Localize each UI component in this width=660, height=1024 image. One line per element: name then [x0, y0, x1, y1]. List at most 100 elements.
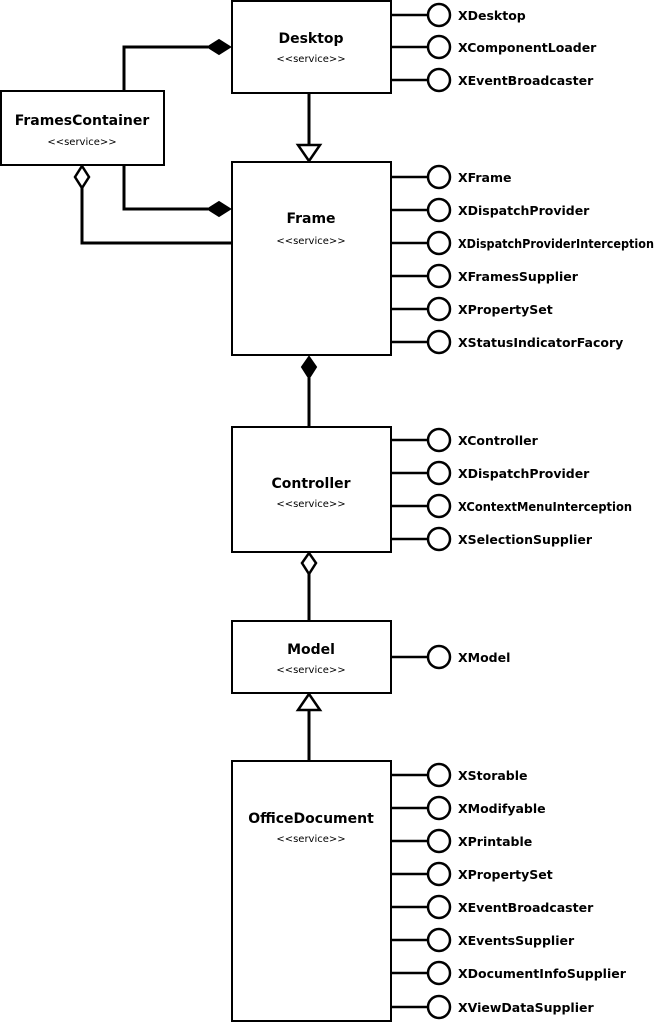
interface-xeventbroadcaster-officedocument: XEventBroadcaster: [391, 894, 594, 920]
framescontainer-aggregation-diamond: [73, 163, 91, 191]
interface-xcontextmenuinterception: XContextMenuInterception: [391, 493, 632, 519]
desktop-composition-diamond: [206, 38, 232, 56]
interface-xselectionsupplier: XSelectionSupplier: [391, 526, 593, 552]
interface-xstorable: XStorable: [391, 762, 528, 788]
frame-interfaces: XFrame XDispatchProvider XDispatchProvid…: [391, 164, 654, 355]
model-title: Model: [287, 642, 335, 658]
svg-text:XFramesSupplier: XFramesSupplier: [458, 269, 579, 284]
svg-text:XDispatchProvider: XDispatchProvider: [458, 203, 590, 218]
model-service: Model <<service>>: [231, 620, 392, 694]
svg-text:XEventBroadcaster: XEventBroadcaster: [458, 73, 594, 88]
interface-xpropertyset: XPropertySet: [391, 296, 553, 322]
interface-lollipop-icon: [426, 263, 452, 289]
svg-text:XFrame: XFrame: [458, 170, 511, 185]
framescontainer-stereotype: <<service>>: [47, 137, 116, 148]
svg-text:XDispatchProviderInterception: XDispatchProviderInterception: [458, 236, 654, 251]
interface-lollipop-icon: [426, 994, 452, 1020]
interface-lollipop-icon: [426, 795, 452, 821]
interface-lollipop-icon: [426, 67, 452, 93]
svg-text:XDispatchProvider: XDispatchProvider: [458, 466, 590, 481]
interface-lollipop-icon: [426, 2, 452, 28]
controller-service: Controller <<service>>: [231, 426, 392, 553]
interface-xeventbroadcaster: XEventBroadcaster: [391, 67, 594, 93]
interface-lollipop-icon: [426, 164, 452, 190]
interface-lollipop-icon: [426, 828, 452, 854]
svg-text:XEventBroadcaster: XEventBroadcaster: [458, 900, 594, 915]
frame-stereotype: <<service>>: [276, 236, 345, 247]
desktop-service: Desktop <<service>>: [231, 0, 392, 94]
interface-lollipop-icon: [426, 493, 452, 519]
interface-xdocumentinfosupplier: XDocumentInfoSupplier: [391, 960, 627, 986]
interface-lollipop-icon: [426, 230, 452, 256]
interface-xcontroller: XController: [391, 427, 539, 453]
interface-lollipop-icon: [426, 460, 452, 486]
svg-text:XPropertySet: XPropertySet: [458, 867, 553, 882]
framescontainer-service: FramesContainer <<service>>: [0, 90, 165, 166]
controller-model-diamond: [300, 550, 318, 577]
svg-text:XSelectionSupplier: XSelectionSupplier: [458, 532, 593, 547]
svg-text:XDesktop: XDesktop: [458, 8, 526, 23]
svg-text:XStatusIndicatorFacory: XStatusIndicatorFacory: [458, 335, 623, 350]
framescontainer-frame-aggregation-line: [80, 188, 232, 245]
svg-text:XPropertySet: XPropertySet: [458, 302, 553, 317]
interface-lollipop-icon: [426, 197, 452, 223]
desktop-interfaces: XDesktop XComponentLoader XEventBroadcas…: [391, 2, 597, 93]
desktop-framescontainer-composition-line: [122, 45, 208, 91]
model-interfaces: XModel: [391, 644, 510, 670]
desktop-title: Desktop: [278, 31, 343, 47]
interface-xeventssupplier: XEventsSupplier: [391, 927, 575, 953]
interface-xframe: XFrame: [391, 164, 511, 190]
svg-text:XStorable: XStorable: [458, 768, 528, 783]
interface-lollipop-icon: [426, 762, 452, 788]
controller-stereotype: <<service>>: [276, 499, 345, 510]
model-generalization-triangle: [295, 691, 323, 712]
interface-lollipop-icon: [426, 427, 452, 453]
frame-controller-diamond: [300, 355, 318, 380]
interface-xmodel: XModel: [391, 644, 510, 670]
svg-text:XComponentLoader: XComponentLoader: [458, 40, 597, 55]
svg-text:XPrintable: XPrintable: [458, 834, 532, 849]
desktop-stereotype: <<service>>: [276, 54, 345, 65]
interface-lollipop-icon: [426, 34, 452, 60]
interface-lollipop-icon: [426, 644, 452, 670]
interface-xstatusindicatorfacory: XStatusIndicatorFacory: [391, 329, 623, 355]
frame-service: Frame <<service>>: [231, 161, 392, 356]
interface-lollipop-icon: [426, 526, 452, 552]
interface-xviewdatasupplier: XViewDataSupplier: [391, 994, 594, 1020]
interface-lollipop-icon: [426, 329, 452, 355]
svg-text:XContextMenuInterception: XContextMenuInterception: [458, 499, 632, 514]
controller-title: Controller: [271, 476, 350, 492]
interface-lollipop-icon: [426, 296, 452, 322]
svg-text:XModifyable: XModifyable: [458, 801, 546, 816]
officedocument-interfaces: XStorable XModifyable XPrintable XProper…: [391, 762, 627, 1020]
interface-lollipop-icon: [426, 960, 452, 986]
officedocument-title: OfficeDocument: [248, 811, 374, 827]
framescontainer-frame-composition-line: [122, 165, 208, 211]
interface-xdispatchprovider: XDispatchProvider: [391, 197, 590, 223]
frame-composition-diamond: [206, 200, 232, 218]
interface-lollipop-icon: [426, 894, 452, 920]
framescontainer-title: FramesContainer: [15, 113, 150, 129]
interface-xdesktop: XDesktop: [391, 2, 526, 28]
svg-text:XModel: XModel: [458, 650, 510, 665]
interface-lollipop-icon: [426, 927, 452, 953]
svg-text:XViewDataSupplier: XViewDataSupplier: [458, 1000, 594, 1015]
svg-text:XController: XController: [458, 433, 539, 448]
frame-title: Frame: [286, 211, 335, 227]
officedocument-service: OfficeDocument <<service>>: [231, 760, 392, 1022]
interface-xmodifyable: XModifyable: [391, 795, 546, 821]
desktop-generalization-triangle: [295, 143, 323, 164]
interface-xcomponentloader: XComponentLoader: [391, 34, 597, 60]
svg-text:XDocumentInfoSupplier: XDocumentInfoSupplier: [458, 966, 627, 981]
model-stereotype: <<service>>: [276, 665, 345, 676]
interface-xpropertyset-officedocument: XPropertySet: [391, 861, 553, 887]
interface-xdispatchprovider-controller: XDispatchProvider: [391, 460, 590, 486]
svg-text:XEventsSupplier: XEventsSupplier: [458, 933, 575, 948]
interface-lollipop-icon: [426, 861, 452, 887]
interface-xprintable: XPrintable: [391, 828, 532, 854]
controller-interfaces: XController XDispatchProvider XContextMe…: [391, 427, 632, 552]
interface-xdispatchproviderinterception: XDispatchProviderInterception: [391, 230, 654, 256]
interface-xframessupplier: XFramesSupplier: [391, 263, 579, 289]
officedocument-stereotype: <<service>>: [276, 834, 345, 845]
